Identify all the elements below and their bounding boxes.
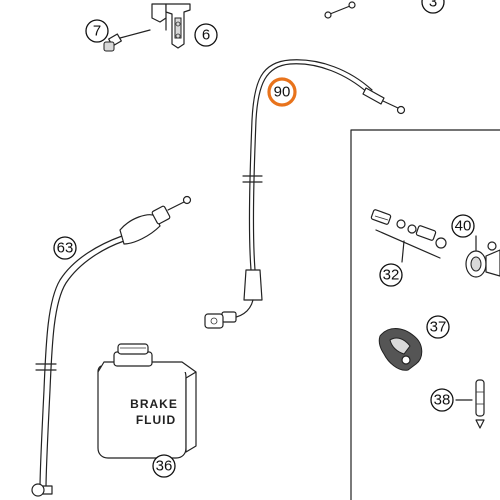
screw-assembly-part-32 xyxy=(370,209,447,263)
callout-37[interactable]: 37 xyxy=(426,315,450,339)
boot-part-37 xyxy=(378,328,423,371)
callout-3[interactable]: 3 xyxy=(421,0,445,14)
cable-part-90 xyxy=(204,59,406,329)
bracket-part-6 xyxy=(151,3,191,49)
callout-38[interactable]: 38 xyxy=(430,388,454,412)
callout-7[interactable]: 7 xyxy=(85,19,109,43)
callout-36-label: 36 xyxy=(156,458,173,475)
callout-32-label: 32 xyxy=(383,267,400,284)
callout-7-label: 7 xyxy=(93,23,101,40)
fitting-part-40 xyxy=(465,235,500,278)
part-3-fragment xyxy=(324,1,356,19)
callout-32[interactable]: 32 xyxy=(379,263,403,287)
callout-38-label: 38 xyxy=(434,392,451,409)
callout-90[interactable]: 90 xyxy=(267,77,297,107)
callout-63[interactable]: 63 xyxy=(53,236,77,260)
brake-fluid-bottle-part-36: BRAKE FLUID xyxy=(97,343,197,459)
callout-6-label: 6 xyxy=(202,27,210,44)
callout-40[interactable]: 40 xyxy=(451,214,475,238)
bottle-label-line-2: FLUID xyxy=(136,413,176,427)
brake-line-part-63 xyxy=(31,195,192,497)
callout-90-label: 90 xyxy=(274,84,291,101)
pin-part-38 xyxy=(455,379,485,429)
callout-40-label: 40 xyxy=(455,218,472,235)
bolt-part-7 xyxy=(103,29,151,52)
callout-37-label: 37 xyxy=(430,319,447,336)
callout-36[interactable]: 36 xyxy=(152,454,176,478)
detail-inset-panel xyxy=(350,129,500,500)
bottle-label-line-1: BRAKE xyxy=(130,397,178,411)
callout-6[interactable]: 6 xyxy=(194,23,218,47)
callout-3-label: 3 xyxy=(429,0,437,11)
callout-63-label: 63 xyxy=(57,240,74,257)
